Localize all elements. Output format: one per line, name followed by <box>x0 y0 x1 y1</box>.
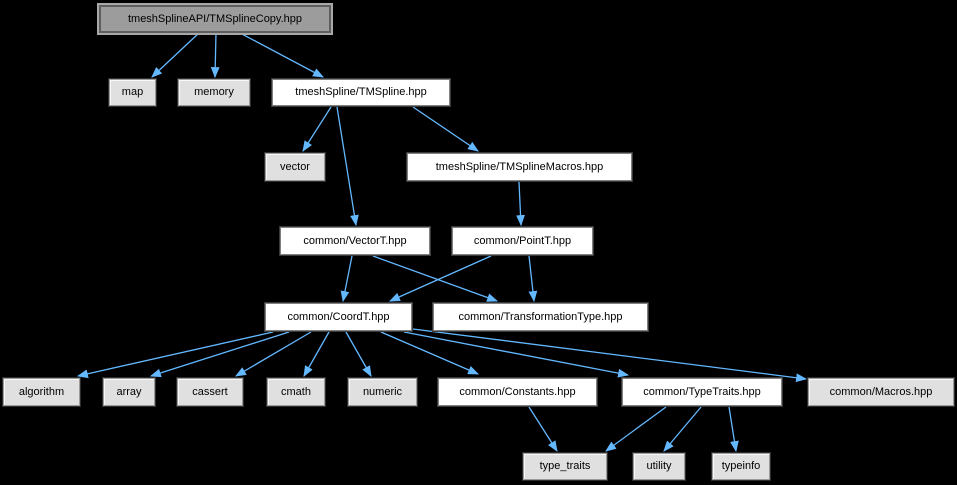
edge-tmspline-tmsplinemacros <box>412 106 479 152</box>
edge-tmsplinemacros-pointt <box>516 181 525 227</box>
edge-tmsplinecopy-map <box>151 32 200 78</box>
graph-node-pointt[interactable]: common/PointT.hpp <box>452 227 593 255</box>
node-label-cassert: cassert <box>192 385 228 398</box>
node-label-map: map <box>121 86 144 98</box>
edge-coordt-cmath <box>303 331 330 377</box>
edge-typetraits-typeinfo <box>728 406 739 453</box>
edge-tmspline-vector <box>302 106 332 152</box>
edge-constants-type_traits <box>528 406 558 452</box>
node-label-typeinfo: typeinfo <box>721 460 761 472</box>
graph-node-map: map <box>109 79 156 106</box>
node-label-type_traits: type_traits <box>539 460 591 472</box>
edge-coordt-array <box>149 331 290 378</box>
node-label-pointt: common/PointT.hpp <box>473 234 572 247</box>
node-label-coordt: common/CoordT.hpp <box>287 310 390 323</box>
graph-node-vector: vector <box>265 153 325 181</box>
edge-coordt-cassert <box>235 331 312 377</box>
graph-node-type_traits: type_traits <box>523 453 607 480</box>
graph-node-tmspline[interactable]: tmeshSpline/TMSpline.hpp <box>272 79 450 106</box>
edge-coordt-macros <box>412 328 808 383</box>
node-label-transftype: common/TransformationType.hpp <box>458 310 623 323</box>
edge-tmspline-vectort <box>336 106 359 227</box>
edge-coordt-numeric <box>345 331 372 377</box>
graph-node-utility: utility <box>633 453 685 480</box>
node-label-constants: common/Constants.hpp <box>459 385 576 398</box>
node-label-vectort: common/VectorT.hpp <box>303 234 407 247</box>
node-label-tmsplinecopy: tmeshSplineAPI/TMSplineCopy.hpp <box>127 12 303 25</box>
graph-node-typeinfo: typeinfo <box>712 453 770 480</box>
graph-node-macros[interactable]: common/Macros.hpp <box>808 378 954 406</box>
graph-node-memory: memory <box>178 79 250 106</box>
node-label-numeric: numeric <box>362 385 403 398</box>
node-label-memory: memory <box>194 86 234 98</box>
node-label-tmsplinemacros: tmeshSpline/TMSplineMacros.hpp <box>435 160 604 173</box>
graph-node-algorithm: algorithm <box>3 378 80 406</box>
node-label-algorithm: algorithm <box>18 385 65 398</box>
edge-coordt-algorithm <box>76 331 274 379</box>
graph-node-cmath: cmath <box>267 378 325 406</box>
node-label-typetraits: common/TypeTraits.hpp <box>643 385 761 398</box>
graph-node-cassert: cassert <box>177 378 243 406</box>
graph-node-array: array <box>103 378 155 406</box>
edge-pointt-coordt <box>388 255 492 302</box>
edge-tmsplinecopy-tmspline <box>239 32 324 78</box>
edge-vectort-transftype <box>372 255 499 302</box>
graph-node-tmsplinecopy: tmeshSplineAPI/TMSplineCopy.hpp <box>97 3 333 35</box>
edge-tmsplinecopy-memory <box>210 32 220 79</box>
node-label-vector: vector <box>280 160 310 173</box>
graph-node-tmsplinemacros[interactable]: tmeshSpline/TMSplineMacros.hpp <box>407 153 632 181</box>
graph-node-constants[interactable]: common/Constants.hpp <box>438 378 597 406</box>
edge-coordt-typetraits <box>403 331 630 378</box>
graph-node-vectort[interactable]: common/VectorT.hpp <box>280 227 430 255</box>
node-label-utility: utility <box>646 460 672 472</box>
edge-pointt-transftype <box>528 255 538 303</box>
node-label-macros: common/Macros.hpp <box>829 385 933 398</box>
edge-coordt-constants <box>380 331 480 375</box>
edge-vectort-coordt <box>340 255 353 303</box>
edge-typetraits-type_traits <box>605 406 667 452</box>
graph-node-typetraits[interactable]: common/TypeTraits.hpp <box>622 378 782 406</box>
node-label-tmspline: tmeshSpline/TMSpline.hpp <box>295 86 427 98</box>
graph-node-coordt[interactable]: common/CoordT.hpp <box>265 303 412 331</box>
node-label-cmath: cmath <box>281 385 311 398</box>
graph-node-transftype[interactable]: common/TransformationType.hpp <box>433 303 648 331</box>
edges-group <box>76 32 808 453</box>
graph-node-numeric: numeric <box>348 378 417 406</box>
node-label-array: array <box>116 385 142 398</box>
edge-typetraits-utility <box>663 406 702 452</box>
